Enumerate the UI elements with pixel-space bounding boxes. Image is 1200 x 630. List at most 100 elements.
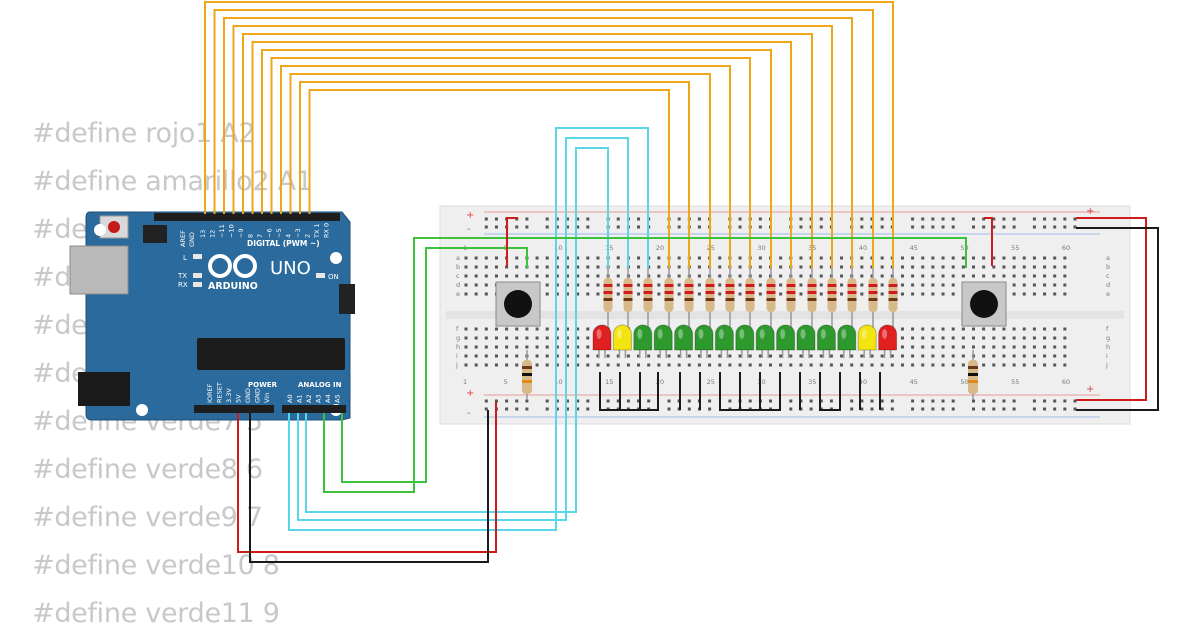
breadboard-hole [566, 363, 569, 367]
column-number: 35 [808, 378, 816, 386]
power-pin-label: RESET [216, 382, 224, 403]
breadboard-hole [545, 292, 549, 296]
rail-hole [1053, 399, 1057, 403]
breadboard-hole [474, 327, 478, 331]
digital-pin-label: ~10 [228, 224, 236, 238]
breadboard-hole [900, 336, 904, 340]
breadboard-hole [931, 256, 935, 260]
breadboard-hole [931, 336, 935, 340]
breadboard-hole [677, 265, 681, 269]
breadboard-hole [586, 292, 590, 296]
breadboard-hole [1002, 345, 1006, 349]
breadboard-hole [1053, 274, 1057, 278]
rail-hole [515, 407, 519, 411]
rail-hole [728, 399, 732, 403]
breadboard-hole [586, 256, 590, 260]
breadboard-hole [880, 256, 884, 260]
breadboard-hole [880, 363, 884, 367]
power-pin-label: GND [244, 388, 252, 403]
rail-hole [687, 407, 691, 411]
green-led [776, 324, 796, 358]
breadboard-hole [667, 363, 671, 367]
rail-hole [505, 407, 509, 411]
rail-hole [697, 217, 701, 221]
breadboard-hole [484, 354, 488, 358]
column-number: 20 [656, 378, 664, 386]
breadboard-hole [951, 354, 955, 358]
breadboard-hole [576, 363, 580, 367]
rail-hole [951, 217, 955, 221]
breadboard-hole [809, 274, 813, 278]
breadboard-hole [972, 256, 975, 260]
breadboard-hole [1012, 354, 1016, 358]
breadboard-hole [941, 292, 945, 296]
breadboard-hole [505, 336, 509, 340]
pushbutton-left[interactable] [495, 281, 541, 327]
rx-led-label: RX [178, 281, 188, 289]
breadboard-hole [474, 274, 478, 278]
analog-pin-label: A2 [305, 394, 313, 403]
breadboard-hole [545, 336, 549, 340]
power-jack [78, 372, 130, 406]
rail-hole [1073, 217, 1077, 221]
row-letter: a [1106, 254, 1110, 262]
breadboard-hole [911, 345, 915, 349]
digital-wire [280, 65, 731, 268]
breadboard-hole [982, 265, 986, 269]
aref-label: AREF [179, 230, 187, 247]
row-letter: c [1106, 272, 1110, 280]
breadboard-hole [1043, 274, 1047, 278]
breadboard-hole [484, 336, 488, 340]
digital-header-label: DIGITAL (PWM ~) [247, 239, 320, 248]
breadboard-hole [819, 274, 823, 278]
rail-hole [921, 407, 925, 411]
breadboard-hole [1012, 363, 1016, 367]
breadboard-hole [616, 274, 620, 278]
rail-hole [880, 399, 884, 403]
power-pin-label: GND [254, 388, 262, 403]
breadboard-center-channel [446, 311, 1124, 319]
rail-hole [982, 225, 986, 229]
breadboard-hole [637, 265, 641, 269]
resistor [847, 268, 857, 330]
breadboard-hole [728, 363, 732, 367]
breadboard-hole [535, 327, 539, 331]
breadboard-hole [515, 363, 519, 367]
breadboard-hole [799, 265, 803, 269]
analog-pin-label: A3 [315, 394, 323, 403]
reset-button-cap[interactable] [108, 221, 120, 233]
breadboard-hole [545, 354, 549, 358]
digital-wire [308, 89, 670, 268]
breadboard-hole [951, 345, 955, 349]
breadboard-hole [1053, 363, 1057, 367]
breadboard-hole [819, 256, 823, 260]
green-led [674, 324, 694, 358]
mount-hole [136, 404, 148, 416]
breadboard-hole [972, 274, 975, 278]
breadboard-hole [626, 354, 630, 358]
breadboard-hole [1043, 345, 1047, 349]
breadboard-hole [535, 336, 539, 340]
breadboard-hole [494, 274, 498, 278]
breadboard-hole [1063, 354, 1067, 358]
breadboard-hole [545, 256, 549, 260]
breadboard-hole [555, 274, 559, 278]
rail-hole [1012, 225, 1016, 229]
breadboard-hole [657, 256, 661, 260]
pushbutton-right[interactable] [961, 281, 1007, 327]
code-line: #define amarillo2 A1 [32, 166, 313, 197]
rail-hole [555, 399, 559, 403]
breadboard-hole [911, 274, 915, 278]
breadboard-hole [1022, 292, 1026, 296]
column-number: 45 [910, 378, 918, 386]
breadboard-hole [738, 283, 742, 287]
breadboard-hole [677, 256, 681, 260]
breadboard-hole [484, 265, 488, 269]
digital-wire [261, 49, 772, 268]
icsp-header [143, 225, 355, 314]
breadboard-hole [982, 354, 986, 358]
breadboard-hole [779, 363, 783, 367]
breadboard-hole [860, 283, 864, 287]
column-number: 60 [1062, 244, 1070, 252]
rail-hole [972, 399, 975, 403]
